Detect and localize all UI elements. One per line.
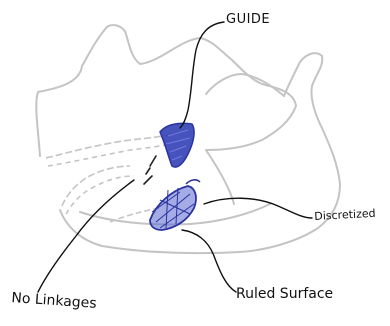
gap-ticks <box>144 156 156 184</box>
mandible-outline <box>60 53 340 253</box>
leader-ruled-surface <box>182 230 236 292</box>
maxilla-outline <box>36 25 296 204</box>
leader-discretized <box>204 198 312 218</box>
upper-guide-shape <box>160 123 194 167</box>
ruled-surface-shape <box>150 180 200 230</box>
label-ruled-surface: Ruled Surface <box>236 286 333 302</box>
leader-no-linkages <box>38 180 134 292</box>
label-guide: GUIDE <box>226 12 270 27</box>
